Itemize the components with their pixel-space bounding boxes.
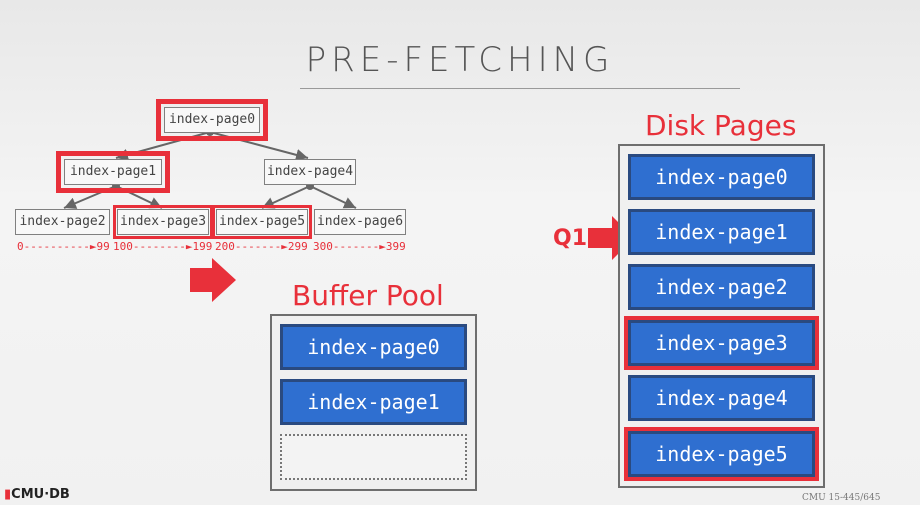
buffer-frame: index-page1	[280, 379, 467, 425]
range-label: 0----------►99	[17, 240, 110, 253]
tree-node-page4: index-page4	[264, 159, 356, 185]
buffer-frame-empty	[280, 434, 467, 480]
disk-page: index-page5	[624, 427, 819, 481]
range-label: 200-------►299	[215, 240, 308, 253]
edge-root-page4	[209, 131, 309, 161]
range-label: 300-------►399	[313, 240, 406, 253]
prefetch-arrow	[190, 258, 236, 302]
cmu-db-logo: ▮CMU·DB	[4, 487, 70, 502]
title-divider	[300, 88, 740, 89]
tree-leaf-page3: index-page3	[113, 205, 213, 239]
edge-page4-page6	[309, 185, 357, 209]
disk-page: index-page4	[628, 375, 815, 421]
tree-leaf-page2: index-page2	[15, 209, 110, 235]
slide-title: PRE-FETCHING	[305, 40, 615, 80]
buffer-pool: index-page0 index-page1	[270, 314, 477, 491]
disk-page: index-page0	[628, 154, 815, 200]
edge-page1-page2	[63, 185, 117, 209]
tree-leaf-page5: index-page5	[212, 205, 312, 239]
disk-page: index-page2	[628, 264, 815, 310]
buffer-frame: index-page0	[280, 324, 467, 370]
disk-page: index-page1	[628, 209, 815, 255]
disk-page: index-page3	[624, 316, 819, 370]
range-label: 100--------►199	[113, 240, 213, 253]
disk-pages: index-page0 index-page1 index-page2 inde…	[618, 144, 825, 488]
edge-root-page1	[115, 131, 211, 161]
query-label: Q1	[553, 226, 588, 251]
disk-pages-label: Disk Pages	[645, 109, 797, 142]
edge-page4-page5	[261, 185, 311, 209]
tree-leaf-page6: index-page6	[314, 209, 406, 235]
edge-page1-page3	[115, 185, 163, 209]
logo-icon: ▮	[4, 487, 12, 502]
tree-node-root: index-page0	[156, 99, 268, 141]
buffer-pool-label: Buffer Pool	[292, 279, 444, 312]
course-footer: CMU 15-445/645	[802, 493, 881, 503]
tree-node-page1: index-page1	[56, 151, 170, 193]
